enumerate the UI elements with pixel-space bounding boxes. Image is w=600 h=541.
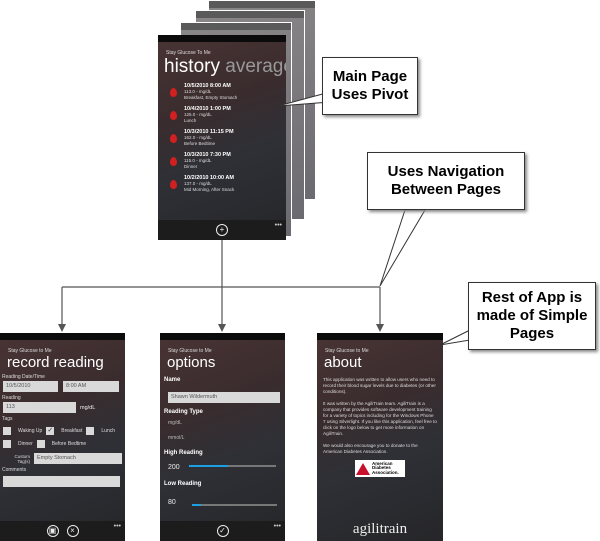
- high-reading-value: 200: [168, 464, 180, 471]
- pivot-average[interactable]: average: [225, 56, 286, 77]
- tag-label: Waking Up: [18, 428, 43, 434]
- callout-simple-pages: Rest of App is made of Simple Pages: [468, 282, 596, 350]
- blood-drop-icon: [170, 88, 177, 97]
- blood-drop-icon: [170, 111, 177, 120]
- more-icon[interactable]: •••: [274, 222, 282, 229]
- name-label: Name: [164, 377, 181, 383]
- more-icon[interactable]: •••: [273, 523, 281, 530]
- item-reading: 137.0 - mg/dL: [184, 181, 212, 186]
- item-reading: 125.0 - mg/dL: [184, 112, 212, 117]
- about-paragraph: It was written by the AgiliTrain team. A…: [323, 401, 437, 436]
- reading-type-label: Reading Type: [164, 409, 203, 415]
- about-paragraph: This application was written to allow us…: [323, 377, 436, 394]
- item-date: 10/3/2010 11:15 PM: [184, 129, 234, 135]
- item-tags: Dinner: [184, 164, 198, 169]
- item-reading: 115.0 - mg/dL: [184, 158, 212, 163]
- time-input[interactable]: 8:00 AM: [63, 381, 119, 392]
- item-tags: Mid Morning, After Snack: [184, 187, 235, 192]
- name-input[interactable]: Shawn Wildermuth: [168, 392, 280, 403]
- item-date: 10/3/2010 7:30 PM: [184, 152, 231, 158]
- low-reading-label: Low Reading: [164, 481, 202, 487]
- reading-input[interactable]: 113: [3, 402, 76, 413]
- app-name: Stay Glucose to Me: [168, 348, 212, 354]
- tag-label: Before Bedtime: [51, 441, 87, 447]
- item-reading: 113.0 - mg/dL: [184, 89, 212, 94]
- check-icon[interactable]: ✓: [216, 525, 229, 537]
- reading-label: Reading: [2, 395, 21, 401]
- item-reading: 162.0 - mg/dL: [184, 135, 212, 140]
- comments-input[interactable]: [3, 476, 120, 487]
- blood-drop-icon: [170, 180, 177, 189]
- checkbox-breakfast[interactable]: ✓: [46, 427, 55, 435]
- item-date: 10/5/2010 8:00 AM: [184, 83, 231, 89]
- date-input[interactable]: 10/5/2010: [3, 381, 58, 392]
- item-date: 10/2/2010 10:00 AM: [184, 175, 234, 181]
- item-tags: Breakfast, Empty Stomach: [184, 95, 238, 100]
- app-name: Stay Glucose To Me: [166, 50, 211, 56]
- cancel-icon[interactable]: ×: [66, 525, 79, 537]
- item-date: 10/4/2010 1:00 PM: [184, 106, 231, 112]
- save-icon[interactable]: ▣: [46, 525, 59, 537]
- callout-navigation: Uses Navigation Between Pages: [367, 152, 525, 210]
- high-reading-slider[interactable]: [189, 465, 276, 467]
- about-screen: Stay Glucose to Me about This applicatio…: [317, 333, 443, 541]
- app-name: Stay Glucose to Me: [8, 348, 52, 354]
- record-reading-screen: Stay Glucose to Me record reading Readin…: [0, 333, 125, 541]
- about-paragraph: We would also encourage you to donate to…: [323, 443, 418, 454]
- checkbox-before-bedtime[interactable]: [36, 440, 45, 448]
- page-title: about: [324, 354, 362, 371]
- app-name: Stay Glucose to Me: [325, 348, 369, 354]
- type-option-mmol[interactable]: mmol/L: [168, 435, 185, 441]
- unit-label: mg/dL: [80, 404, 96, 411]
- main-page-screen: Stay Glucose To Me history average 10/5/…: [158, 35, 286, 240]
- low-reading-slider[interactable]: [192, 504, 277, 506]
- app-bar: + •••: [158, 220, 286, 240]
- date-label: Reading Date/Time: [2, 374, 45, 380]
- custom-tags-input[interactable]: Empty Stomach: [34, 453, 122, 464]
- low-reading-value: 80: [168, 499, 176, 506]
- high-reading-label: High Reading: [164, 450, 203, 456]
- item-tags: Lunch: [184, 118, 197, 123]
- comments-label: Comments: [2, 467, 27, 473]
- blood-drop-icon: [170, 157, 177, 166]
- add-icon[interactable]: +: [216, 224, 228, 236]
- callout-pivot: Main Page Uses Pivot: [322, 57, 418, 115]
- blood-drop-icon: [170, 134, 177, 143]
- tags-label: Tags: [2, 416, 13, 422]
- options-screen: Stay Glucose to Me options Name Shawn Wi…: [160, 333, 285, 541]
- item-tags: Before Bedtime: [184, 141, 216, 146]
- type-option-mgdl[interactable]: mg/dL: [168, 420, 182, 426]
- tag-label: Lunch: [101, 428, 116, 434]
- checkbox-waking-up[interactable]: [3, 427, 11, 435]
- checkbox-dinner[interactable]: [3, 440, 11, 448]
- agilitrain-logo[interactable]: agilitrain: [352, 521, 408, 537]
- custom-tags-label: Custom Tag(s): [14, 453, 30, 464]
- more-icon[interactable]: •••: [113, 523, 121, 530]
- page-title: record reading: [7, 354, 104, 371]
- ada-logo-text: American Diabetes Association.: [372, 460, 399, 475]
- ada-logo[interactable]: American Diabetes Association.: [355, 460, 405, 477]
- checkbox-lunch[interactable]: [86, 427, 95, 435]
- tag-label: Dinner: [18, 441, 33, 447]
- pivot-history[interactable]: history: [164, 56, 220, 77]
- tag-label: Breakfast: [61, 428, 83, 434]
- page-title: options: [167, 354, 216, 371]
